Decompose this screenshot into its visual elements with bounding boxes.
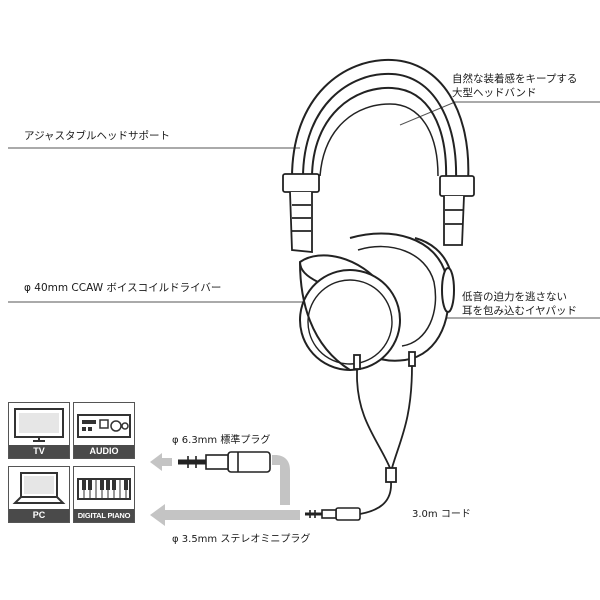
earpad-label-line1: 低音の迫力を逃さない [462,291,567,303]
left-slider [282,173,320,253]
mini-plug [305,507,361,521]
device-pc-label: PC [9,509,69,522]
left-earcup [298,254,401,371]
headband-label-line2: 大型ヘッドバンド [452,87,537,99]
head-support-label: アジャスタブルヘッドサポート [24,130,171,142]
tv-icon [14,408,64,442]
audio-icon [77,414,131,438]
mini-plug-label: φ 3.5mm ステレオミニプラグ [172,534,311,545]
cord-label: 3.0m コード [412,509,471,520]
standard-plug [178,451,271,473]
right-slider [439,175,475,246]
headband [291,58,470,183]
device-digital-piano-label: DIGITAL PIANO [74,509,134,522]
connection-arrows [150,453,300,526]
device-digital-piano: DIGITAL PIANO [73,466,135,523]
headband-label-line1: 自然な装着感をキープする [452,73,578,85]
piano-icon [77,478,131,500]
device-pc: PC [8,466,70,523]
device-tv-label: TV [9,445,69,458]
device-audio-label: AUDIO [74,445,134,458]
laptop-icon [12,472,66,504]
headband-leader-line [399,101,600,126]
device-audio: AUDIO [73,402,135,459]
cable [353,351,416,515]
device-tv: TV [8,402,70,459]
driver-label: φ 40mm CCAW ボイスコイルドライバー [24,282,222,294]
standard-plug-label: φ 6.3mm 標準プラグ [172,435,271,446]
earpad-label-line2: 耳を包み込むイヤパッド [462,305,577,317]
